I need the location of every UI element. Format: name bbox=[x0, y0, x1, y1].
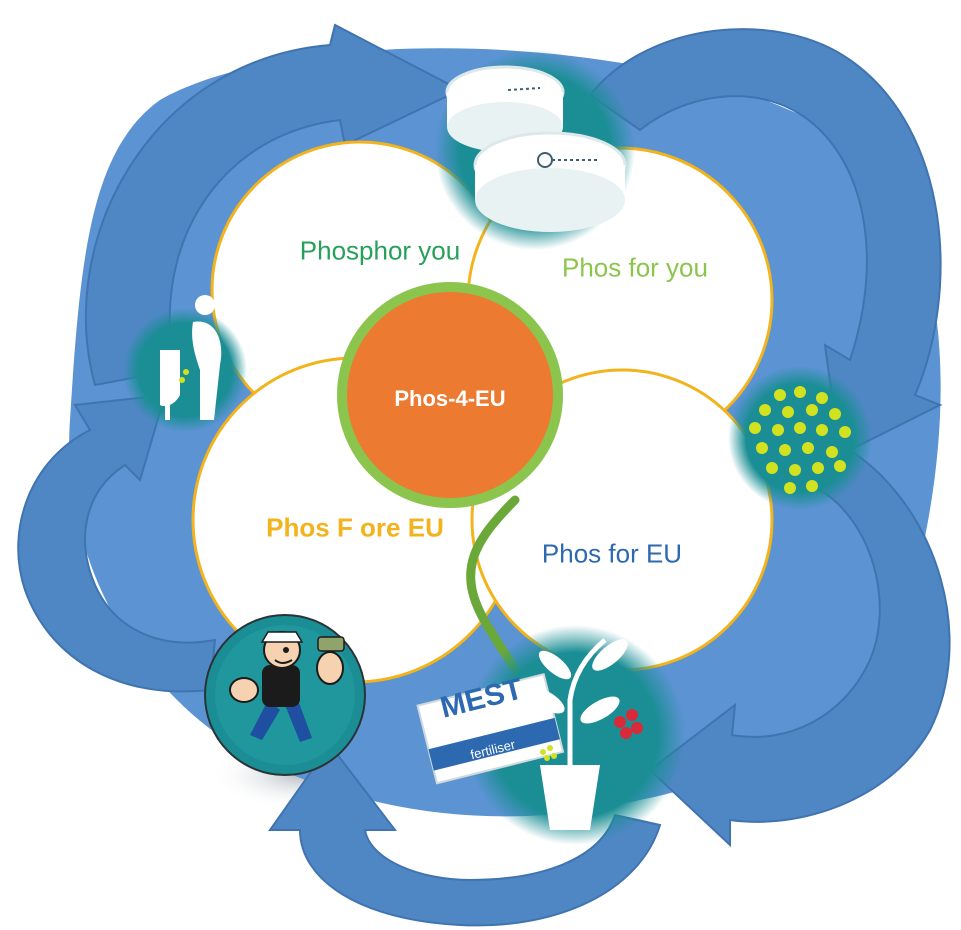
arrow-top-right bbox=[588, 28, 943, 457]
popeye-icon bbox=[204, 614, 366, 776]
center-circle bbox=[337, 282, 563, 508]
petal-label-bottom-left: Phos F ore EU bbox=[266, 512, 444, 543]
arrow-bottom bbox=[268, 743, 662, 927]
center-label: Phos-4-EU bbox=[394, 386, 506, 411]
arrow-right bbox=[648, 448, 951, 848]
petal-label-bottom-right: Phos for EU bbox=[541, 538, 683, 569]
fertiliser-bag bbox=[416, 672, 565, 785]
arrow-top-left bbox=[85, 23, 463, 387]
cycle-arrows bbox=[17, 23, 951, 927]
pellets-icon bbox=[728, 366, 872, 510]
urinal-person-icon bbox=[123, 295, 247, 432]
tomato-berries bbox=[614, 709, 643, 739]
sewer-pipes-icon bbox=[435, 50, 635, 250]
petal-label-top-right: Phos for you bbox=[562, 252, 708, 283]
plant-fertiliser-icon bbox=[416, 625, 685, 845]
petal-label-top-left: Phosphor you bbox=[299, 235, 461, 266]
arrow-left bbox=[17, 393, 217, 693]
